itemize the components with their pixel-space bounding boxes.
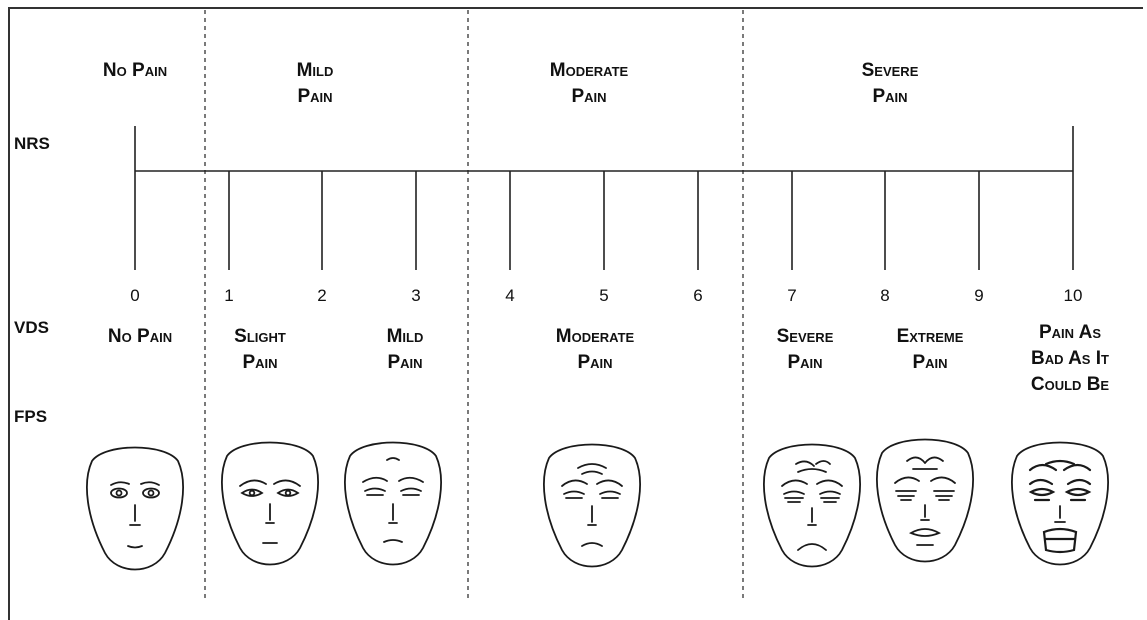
nrs-number: 8 [870,286,900,306]
vds-extreme-pain: Extreme Pain [865,324,995,376]
vds-mild-pain: Mild Pain [350,324,460,376]
nrs-number: 10 [1058,286,1088,306]
nrs-number: 2 [307,286,337,306]
slight-pain-face [222,443,318,565]
vds-severe-pain: Severe Pain [750,324,860,376]
vds-slight-pain: Slight Pain [205,324,315,376]
nrs-number: 7 [777,286,807,306]
mild-pain-face [345,443,441,565]
fps-label: FPS [14,407,47,427]
nrs-number: 5 [589,286,619,306]
severe-pain-face [764,445,860,567]
vds-label: VDS [14,318,49,338]
category-mild-pain: Mild Pain [240,58,390,110]
nrs-number: 4 [495,286,525,306]
category-severe-pain: Severe Pain [815,58,965,110]
no-pain-face [87,448,183,570]
extreme-pain-face [877,440,973,562]
worst-pain-face [1012,443,1108,565]
vds-moderate-pain: Moderate Pain [520,324,670,376]
nrs-number: 9 [964,286,994,306]
nrs-number: 0 [120,286,150,306]
category-no-pain: No Pain [60,58,210,84]
nrs-number: 1 [214,286,244,306]
nrs-number: 3 [401,286,431,306]
vds-no-pain: No Pain [75,324,205,350]
category-moderate-pain: Moderate Pain [514,58,664,110]
vds-worst-pain: Pain As Bad As It Could Be [1005,320,1135,398]
nrs-number: 6 [683,286,713,306]
nrs-label: NRS [14,134,50,154]
moderate-pain-face [544,445,640,567]
